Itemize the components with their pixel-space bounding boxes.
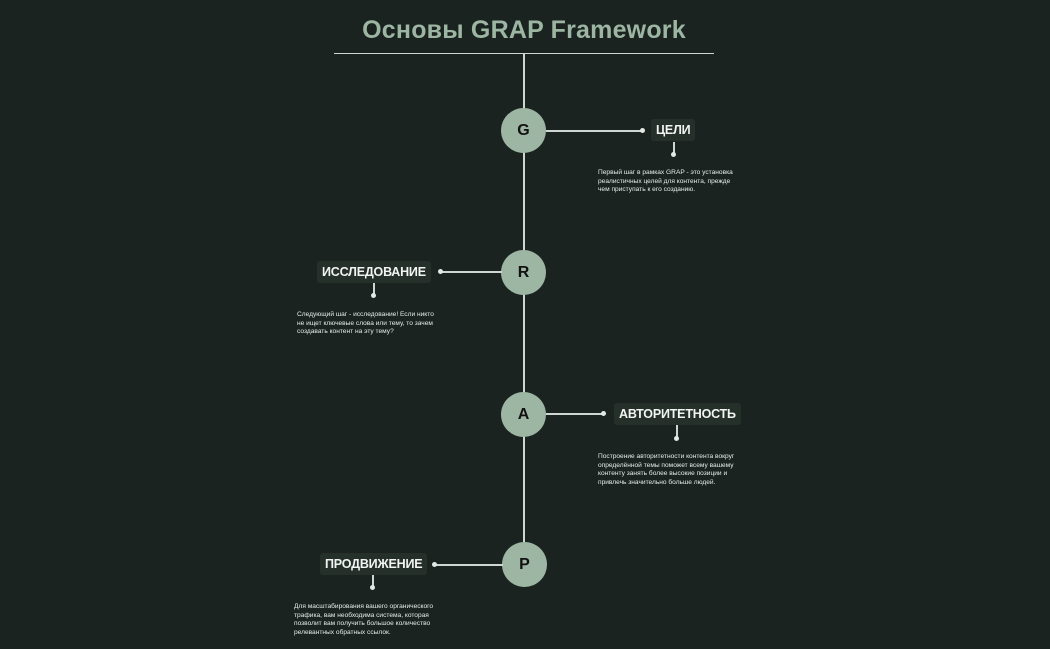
connector-dot — [438, 269, 443, 274]
diagram-title: Основы GRAP Framework — [362, 16, 686, 44]
step-label-goals: ЦЕЛИ — [651, 119, 696, 141]
label-dot — [370, 585, 375, 590]
label-tick — [676, 425, 678, 437]
connector-line — [436, 564, 503, 566]
step-label-research: ИССЛЕДОВАНИЕ — [317, 261, 431, 283]
label-dot — [671, 152, 676, 157]
timeline-spine — [523, 53, 525, 549]
label-dot — [371, 293, 376, 298]
step-node-p: P — [502, 542, 547, 587]
label-tick — [673, 142, 675, 154]
step-description-goals: Первый шаг в рамках GRAP - это установка… — [598, 169, 733, 194]
connector-line — [546, 130, 642, 132]
connector-dot — [432, 562, 437, 567]
step-node-a: A — [501, 392, 546, 437]
connector-line — [546, 413, 604, 415]
step-description-authority: Построение авторитетности контента вокру… — [598, 453, 735, 486]
connector-dot — [601, 411, 606, 416]
step-label-authority: АВТОРИТЕТНОСТЬ — [614, 403, 741, 425]
step-node-r: R — [501, 250, 546, 295]
label-tick — [373, 283, 375, 295]
step-description-promotion: Для масштабирования вашего органического… — [294, 603, 434, 636]
label-tick — [372, 575, 374, 587]
step-description-research: Следующий шаг - исследование! Если никто… — [297, 311, 434, 336]
step-label-promotion: ПРОДВИЖЕНИЕ — [320, 553, 428, 575]
step-node-g: G — [501, 108, 546, 153]
connector-line — [442, 271, 502, 273]
connector-dot — [640, 128, 645, 133]
label-dot — [674, 436, 679, 441]
